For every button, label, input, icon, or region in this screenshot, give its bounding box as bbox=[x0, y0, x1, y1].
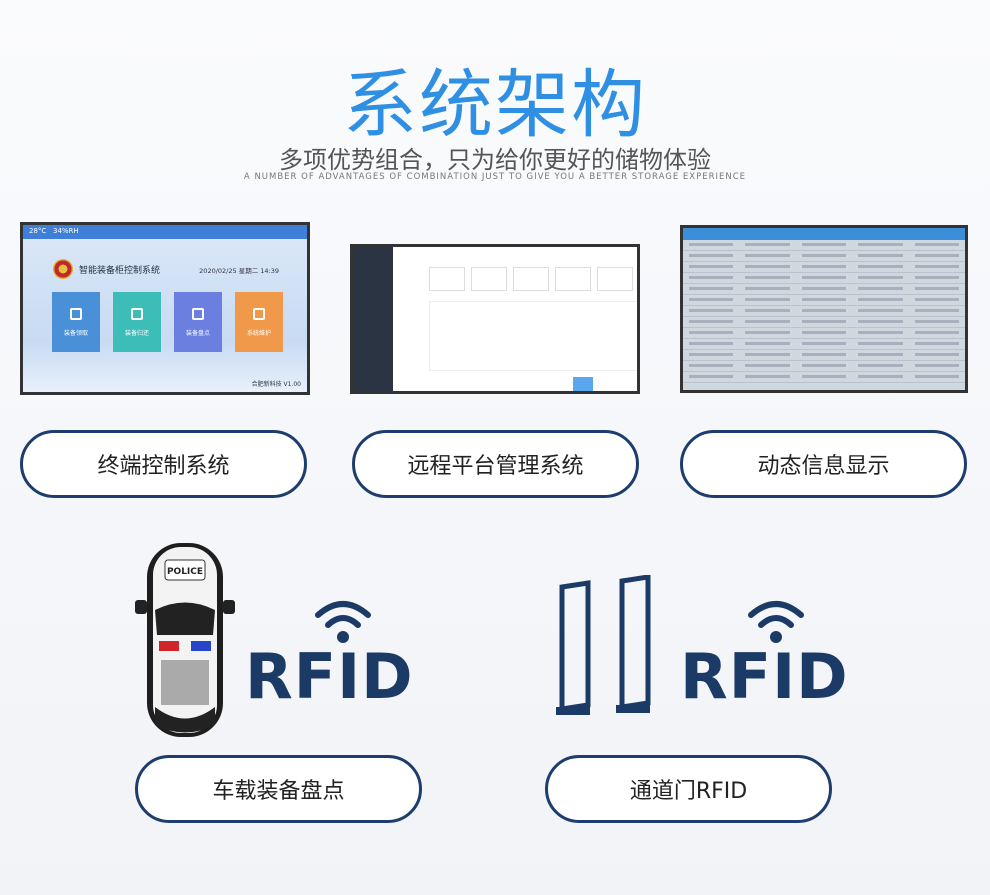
table-row bbox=[683, 284, 965, 295]
rfid-text: RFID bbox=[245, 640, 414, 713]
app-title: 智能装备柜控制系统 bbox=[79, 265, 161, 276]
line-chart bbox=[429, 301, 637, 371]
police-label: POLICE bbox=[167, 567, 203, 577]
tile-return: 装备归还 bbox=[113, 292, 161, 352]
terminal-screenshot: 28°C 34%RH 智能装备柜控制系统 2020/02/25 星期二 14:3… bbox=[20, 222, 310, 395]
tile-label: 装备归还 bbox=[124, 330, 149, 337]
tile-maintenance: 系统维护 bbox=[235, 292, 283, 352]
platform-screenshot bbox=[350, 244, 640, 394]
tile-label: 系统维护 bbox=[246, 330, 271, 337]
datetime: 2020/02/25 星期二 14:39 bbox=[199, 267, 279, 275]
pill-gate-rfid: 通道门RFID bbox=[545, 755, 832, 823]
subtitle-english: A NUMBER OF ADVANTAGES OF COMBINATION JU… bbox=[243, 172, 747, 182]
table-header bbox=[683, 228, 965, 240]
police-car-icon: POLICE bbox=[135, 543, 235, 737]
cabinet-icon bbox=[131, 308, 143, 320]
bar-mark bbox=[573, 377, 593, 391]
table-row bbox=[683, 306, 965, 317]
table-row bbox=[683, 295, 965, 306]
subtitle: 多项优势组合，只为给你更好的储物体验 bbox=[279, 146, 711, 174]
humidity: 34%RH bbox=[52, 227, 79, 235]
emblem-icon bbox=[53, 259, 73, 279]
table-row bbox=[683, 240, 965, 251]
monitor-icon bbox=[253, 308, 265, 320]
pill-vehicle-inventory: 车载装备盘点 bbox=[135, 755, 422, 823]
rfid-text-gate: RFID bbox=[680, 640, 849, 713]
table-row bbox=[683, 361, 965, 372]
box-icon bbox=[192, 308, 204, 320]
stat-card bbox=[555, 267, 591, 291]
version: 合肥新科技 V1.00 bbox=[251, 381, 301, 388]
tile-collect: 装备领取 bbox=[52, 292, 100, 352]
table-row bbox=[683, 251, 965, 262]
dynamic-display-screenshot bbox=[680, 225, 968, 393]
tile-label: 装备领取 bbox=[63, 330, 88, 337]
page-title: 系统架构 bbox=[343, 62, 647, 148]
status-bar: 28°C 34%RH bbox=[23, 225, 307, 239]
stat-card bbox=[429, 267, 465, 291]
table-row bbox=[683, 262, 965, 273]
rfid-gate-icon bbox=[556, 575, 651, 715]
stat-card bbox=[513, 267, 549, 291]
stat-card bbox=[471, 267, 507, 291]
wifi-icon bbox=[748, 601, 804, 643]
temperature: 28°C bbox=[29, 227, 47, 235]
system-pill-platform: 远程平台管理系统 bbox=[352, 430, 639, 498]
system-pill-display: 动态信息显示 bbox=[680, 430, 967, 498]
sidebar bbox=[353, 247, 393, 391]
stat-card bbox=[597, 267, 633, 291]
cabinet-icon bbox=[70, 308, 82, 320]
table-row bbox=[683, 273, 965, 284]
table-row bbox=[683, 350, 965, 361]
tile-label: 装备盘点 bbox=[185, 330, 210, 337]
table-row bbox=[683, 317, 965, 328]
wifi-icon bbox=[315, 601, 371, 643]
table-row bbox=[683, 339, 965, 350]
table-row bbox=[683, 372, 965, 383]
system-pill-terminal: 终端控制系统 bbox=[20, 430, 307, 498]
tile-inventory: 装备盘点 bbox=[174, 292, 222, 352]
table-row bbox=[683, 328, 965, 339]
